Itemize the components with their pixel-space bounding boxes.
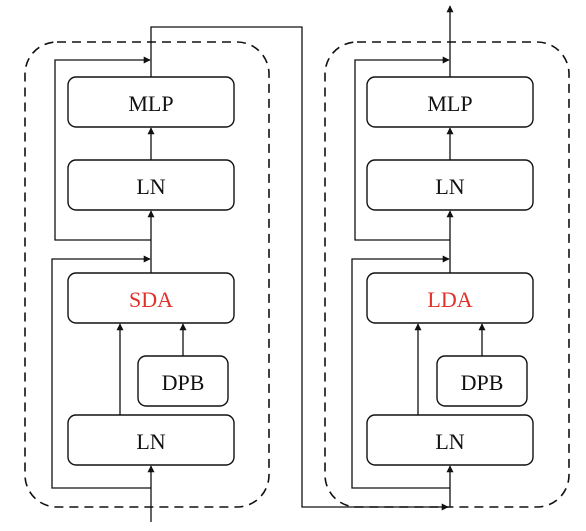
right-residual-mlp (354, 56, 450, 241)
right-lda-box: LDA (366, 272, 534, 324)
right-ln-bottom-label: LN (435, 429, 464, 454)
right-ln-bottom-box: LN (366, 414, 534, 466)
left-sda-box: SDA (67, 272, 235, 324)
left-sda-label: SDA (129, 287, 173, 312)
right-dpb-box: DPB (436, 355, 528, 407)
left-dpb-label: DPB (162, 370, 205, 395)
right-mlp-label: MLP (427, 91, 472, 116)
left-mlp-label: MLP (128, 91, 173, 116)
left-ln-top-label: LN (136, 174, 165, 199)
right-lda-label: LDA (427, 287, 472, 312)
right-ln-top-box: LN (366, 159, 534, 211)
left-ln-top-box: LN (67, 159, 235, 211)
right-transformer-block: MLP LN LDA DPB LN (324, 5, 570, 508)
left-ln-bottom-box: LN (67, 414, 235, 466)
left-block-dashed-border (24, 41, 270, 508)
right-residual-attention (351, 255, 450, 489)
right-mlp-box: MLP (366, 76, 534, 128)
left-residual-mlp (54, 56, 151, 241)
left-mlp-box: MLP (67, 76, 235, 128)
right-ln-top-label: LN (435, 174, 464, 199)
left-output-connector (150, 26, 449, 511)
right-dpb-label: DPB (461, 370, 504, 395)
right-block-dashed-border (324, 41, 570, 508)
left-ln-bottom-label: LN (136, 429, 165, 454)
left-dpb-box: DPB (137, 355, 229, 407)
left-residual-attention (51, 255, 151, 489)
left-transformer-block: MLP LN SDA DPB LN (24, 26, 449, 522)
